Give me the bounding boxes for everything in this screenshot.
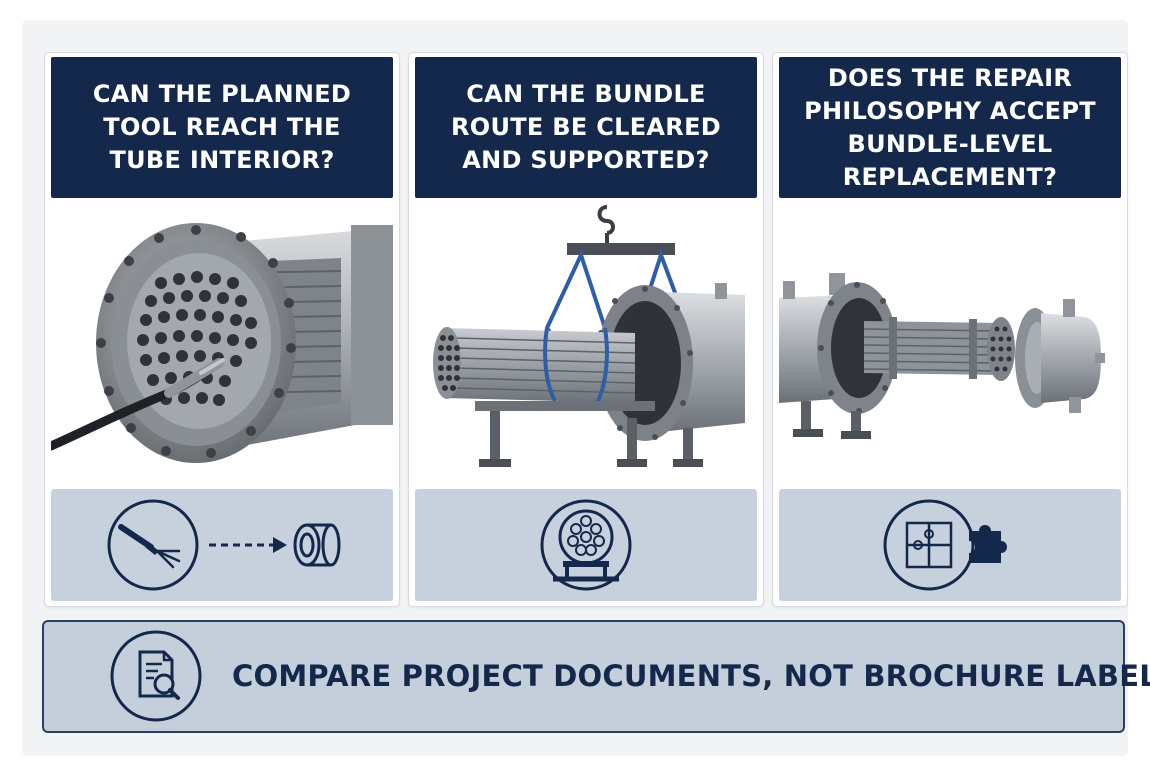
panel-header: CAN THE PLANNED TOOL REACH THE TUBE INTE… — [51, 57, 393, 198]
tool-to-tube-access-icon — [107, 499, 341, 591]
panel-question: CAN THE BUNDLE ROUTE BE CLEARED AND SUPP… — [450, 80, 721, 174]
borescope-inserted-into-tubesheet-icon — [51, 203, 393, 482]
puzzle-piece-icon — [883, 499, 1007, 591]
bundle-lifted-by-crane-icon — [415, 203, 757, 482]
panel-header: DOES THE REPAIR PHILOSOPHY ACCEPT BUNDLE… — [779, 57, 1121, 198]
icon-band — [51, 489, 393, 601]
infographic-frame: CAN THE PLANNED TOOL REACH THE TUBE INTE… — [22, 20, 1150, 756]
banner-text: COMPARE PROJECT DOCUMENTS, NOT BROCHURE … — [232, 659, 1150, 693]
document-search-icon — [110, 630, 202, 722]
icon-band — [415, 489, 757, 601]
bottom-banner: COMPARE PROJECT DOCUMENTS, NOT BROCHURE … — [42, 620, 1150, 733]
icon-band — [779, 489, 1121, 601]
exploded-exchanger-bundle-icon — [779, 203, 1121, 482]
panel-header: CAN THE BUNDLE ROUTE BE CLEARED AND SUPP… — [415, 57, 757, 198]
bundle-on-support-icon — [540, 499, 632, 591]
panel-bundle-route: CAN THE BUNDLE ROUTE BE CLEARED AND SUPP… — [408, 52, 764, 607]
panel-question: CAN THE PLANNED TOOL REACH THE TUBE INTE… — [92, 80, 352, 174]
panel-tool-reach: CAN THE PLANNED TOOL REACH THE TUBE INTE… — [44, 52, 400, 607]
panel-question: DOES THE REPAIR PHILOSOPHY ACCEPT BUNDLE… — [804, 63, 1096, 191]
panel-repair-philosophy: DOES THE REPAIR PHILOSOPHY ACCEPT BUNDLE… — [772, 52, 1128, 607]
